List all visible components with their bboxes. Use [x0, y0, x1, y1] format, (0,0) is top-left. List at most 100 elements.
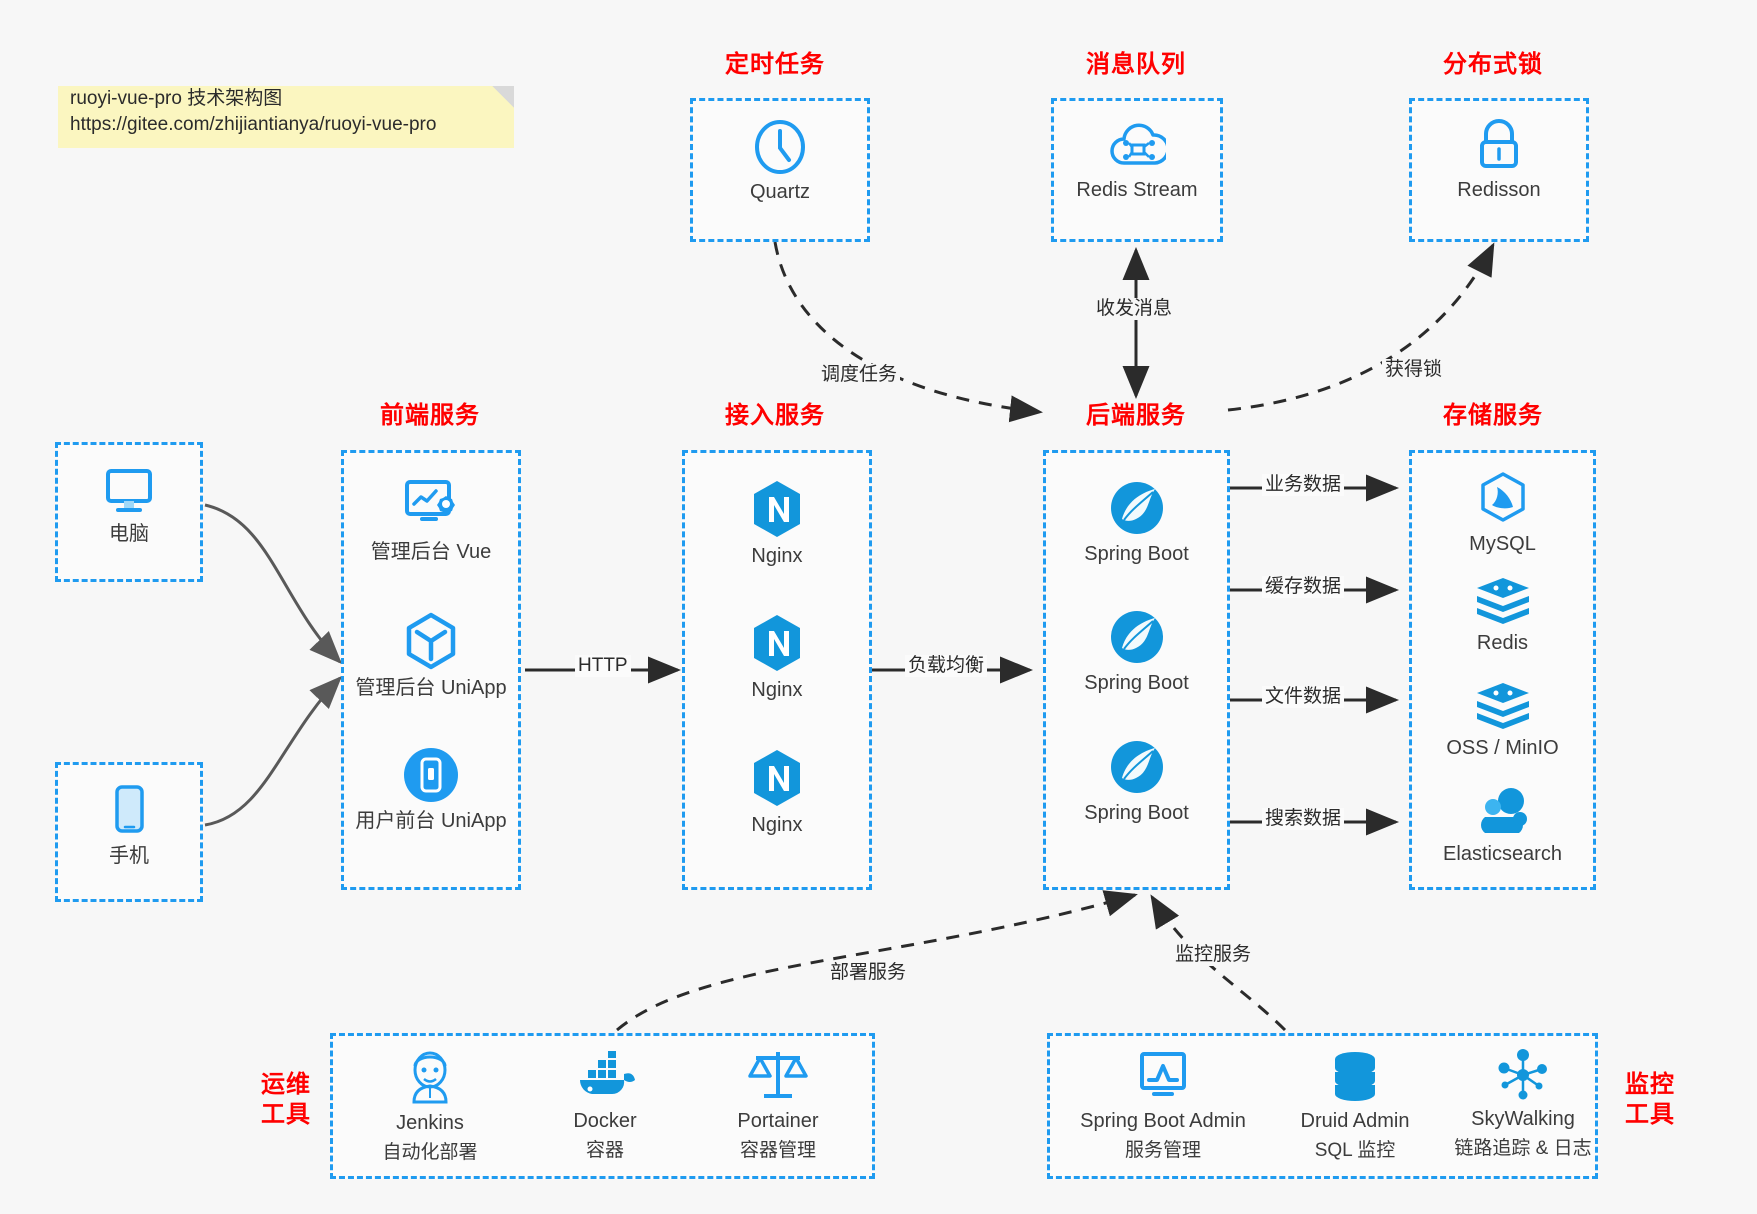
- edge-label-deploy-service: 部署服务: [827, 962, 910, 984]
- node-spring-boot-1[interactable]: Spring Boot: [1046, 479, 1227, 567]
- node-label: Elasticsearch: [1443, 843, 1562, 865]
- node-oss-minio[interactable]: OSS / MinIO: [1412, 681, 1593, 761]
- node-skywalking[interactable]: SkyWalking 链路追踪 & 日志: [1430, 1048, 1616, 1162]
- spring-boot-icon: [1110, 482, 1163, 534]
- heading-monitor-tools: 监控 工具: [1620, 1070, 1680, 1130]
- group-storage-service: MySQL Redis OSS / MinIO: [1409, 450, 1596, 890]
- node-elasticsearch[interactable]: Elasticsearch: [1412, 785, 1593, 867]
- node-sublabel: 链路追踪 & 日志: [1454, 1138, 1592, 1159]
- node-spring-boot-3[interactable]: Spring Boot: [1046, 738, 1227, 826]
- cube-icon: [406, 612, 456, 670]
- node-nginx-2[interactable]: Nginx: [685, 613, 869, 703]
- nginx-icon: [754, 615, 800, 671]
- heading-scheduled-task: 定时任务: [725, 51, 825, 78]
- edge-label-search-data: 搜索数据: [1262, 808, 1345, 830]
- node-label: Spring Boot Admin: [1080, 1110, 1246, 1132]
- mysql-icon: [1480, 472, 1525, 522]
- heading-access-service: 接入服务: [725, 402, 825, 429]
- lock-icon: [1480, 119, 1518, 168]
- note-line-url: https://gitee.com/zhijiantianya/ruoyi-vu…: [70, 114, 437, 135]
- group-backend-service: Spring Boot Spring Boot Spring Boot: [1043, 450, 1230, 890]
- edge-label-file-data: 文件数据: [1262, 686, 1345, 708]
- node-label: Druid Admin: [1300, 1110, 1410, 1132]
- node-admin-vue[interactable]: 管理后台 Vue: [344, 477, 518, 565]
- node-docker[interactable]: Docker 容器: [520, 1050, 690, 1164]
- node-druid-admin[interactable]: Druid Admin SQL 监控: [1265, 1050, 1445, 1164]
- node-label: Quartz: [749, 181, 811, 203]
- jenkins-icon: [412, 1051, 448, 1104]
- node-admin-uniapp[interactable]: 管理后台 UniApp: [344, 611, 518, 701]
- desktop-icon: [106, 469, 152, 512]
- group-distributed-lock: Redisson: [1409, 98, 1589, 242]
- elasticsearch-icon: [1480, 788, 1527, 833]
- node-label: Redisson: [1457, 179, 1541, 201]
- phone-icon: [115, 785, 144, 833]
- group-monitor-tools: Spring Boot Admin 服务管理 Druid Admin SQL 监…: [1047, 1033, 1598, 1179]
- heading-monitor-line2: 工具: [1625, 1101, 1675, 1128]
- node-user-uniapp[interactable]: 用户前台 UniApp: [344, 746, 518, 834]
- nginx-icon: [754, 750, 800, 806]
- edge-label-cache-data: 缓存数据: [1262, 576, 1345, 598]
- node-label: Portainer: [737, 1110, 819, 1132]
- node-spring-boot-admin[interactable]: Spring Boot Admin 服务管理: [1058, 1050, 1268, 1164]
- heading-monitor-line1: 监控: [1625, 1071, 1675, 1098]
- node-jenkins[interactable]: Jenkins 自动化部署: [345, 1048, 515, 1166]
- node-redis-stream[interactable]: Redis Stream: [1054, 119, 1220, 203]
- node-label: SkyWalking: [1471, 1108, 1575, 1130]
- group-scheduled-task: Quartz: [690, 98, 870, 242]
- group-devops-tools: Jenkins 自动化部署 Docker 容器: [330, 1033, 875, 1179]
- node-label: Spring Boot: [1084, 543, 1189, 565]
- heading-backend-service: 后端服务: [1086, 402, 1186, 429]
- node-sublabel: 自动化部署: [382, 1142, 478, 1163]
- node-sublabel: 容器: [585, 1140, 624, 1161]
- note-fold-corner: [492, 86, 514, 108]
- node-label: 电脑: [109, 523, 149, 545]
- docker-icon: [579, 1051, 635, 1095]
- node-label: Nginx: [751, 814, 803, 836]
- heading-devops-tools: 运维 工具: [256, 1070, 316, 1130]
- mobile-app-icon: [404, 748, 458, 802]
- node-mobile[interactable]: 手机: [58, 783, 200, 869]
- node-sublabel: 容器管理: [739, 1140, 816, 1161]
- edge-label-schedule-task: 调度任务: [818, 364, 901, 386]
- node-label: 管理后台 UniApp: [355, 677, 507, 699]
- edge-label-load-balance: 负载均衡: [905, 655, 988, 677]
- node-sublabel: SQL 监控: [1314, 1140, 1396, 1161]
- heading-devops-line2: 工具: [261, 1101, 311, 1128]
- node-label: Redis: [1476, 632, 1529, 654]
- node-label: Nginx: [751, 679, 803, 701]
- scales-icon: [748, 1052, 808, 1098]
- edge-label-business-data: 业务数据: [1262, 474, 1345, 496]
- node-label: Spring Boot: [1084, 672, 1189, 694]
- edge-label-http: HTTP: [575, 655, 631, 677]
- node-quartz[interactable]: Quartz: [693, 119, 867, 205]
- heading-distributed-lock: 分布式锁: [1443, 51, 1543, 78]
- node-nginx-1[interactable]: Nginx: [685, 479, 869, 569]
- oss-icon: [1476, 683, 1529, 729]
- edge-label-monitor-service: 监控服务: [1172, 944, 1255, 966]
- nginx-icon: [754, 481, 800, 537]
- node-pc[interactable]: 电脑: [58, 465, 200, 547]
- dashboard-gear-icon: [405, 480, 455, 521]
- heading-devops-line1: 运维: [261, 1071, 311, 1098]
- node-label: 用户前台 UniApp: [355, 810, 507, 832]
- node-redis[interactable]: Redis: [1412, 576, 1593, 656]
- node-redisson[interactable]: Redisson: [1412, 117, 1586, 203]
- node-mysql[interactable]: MySQL: [1412, 471, 1593, 557]
- node-spring-boot-2[interactable]: Spring Boot: [1046, 608, 1227, 696]
- redis-icon: [1476, 578, 1529, 624]
- node-label: Redis Stream: [1076, 179, 1198, 201]
- clock-icon: [755, 120, 805, 174]
- cloud-stream-icon: [1110, 123, 1166, 165]
- node-label: Spring Boot: [1084, 802, 1189, 824]
- group-access-service: Nginx Nginx Nginx: [682, 450, 872, 890]
- heading-frontend-service: 前端服务: [380, 402, 480, 429]
- spring-boot-icon: [1110, 741, 1163, 793]
- node-label: 管理后台 Vue: [370, 541, 492, 563]
- node-nginx-3[interactable]: Nginx: [685, 748, 869, 838]
- node-label: OSS / MinIO: [1446, 737, 1559, 759]
- node-portainer[interactable]: Portainer 容器管理: [693, 1046, 863, 1164]
- node-label: MySQL: [1469, 533, 1536, 555]
- node-label: Nginx: [751, 545, 803, 567]
